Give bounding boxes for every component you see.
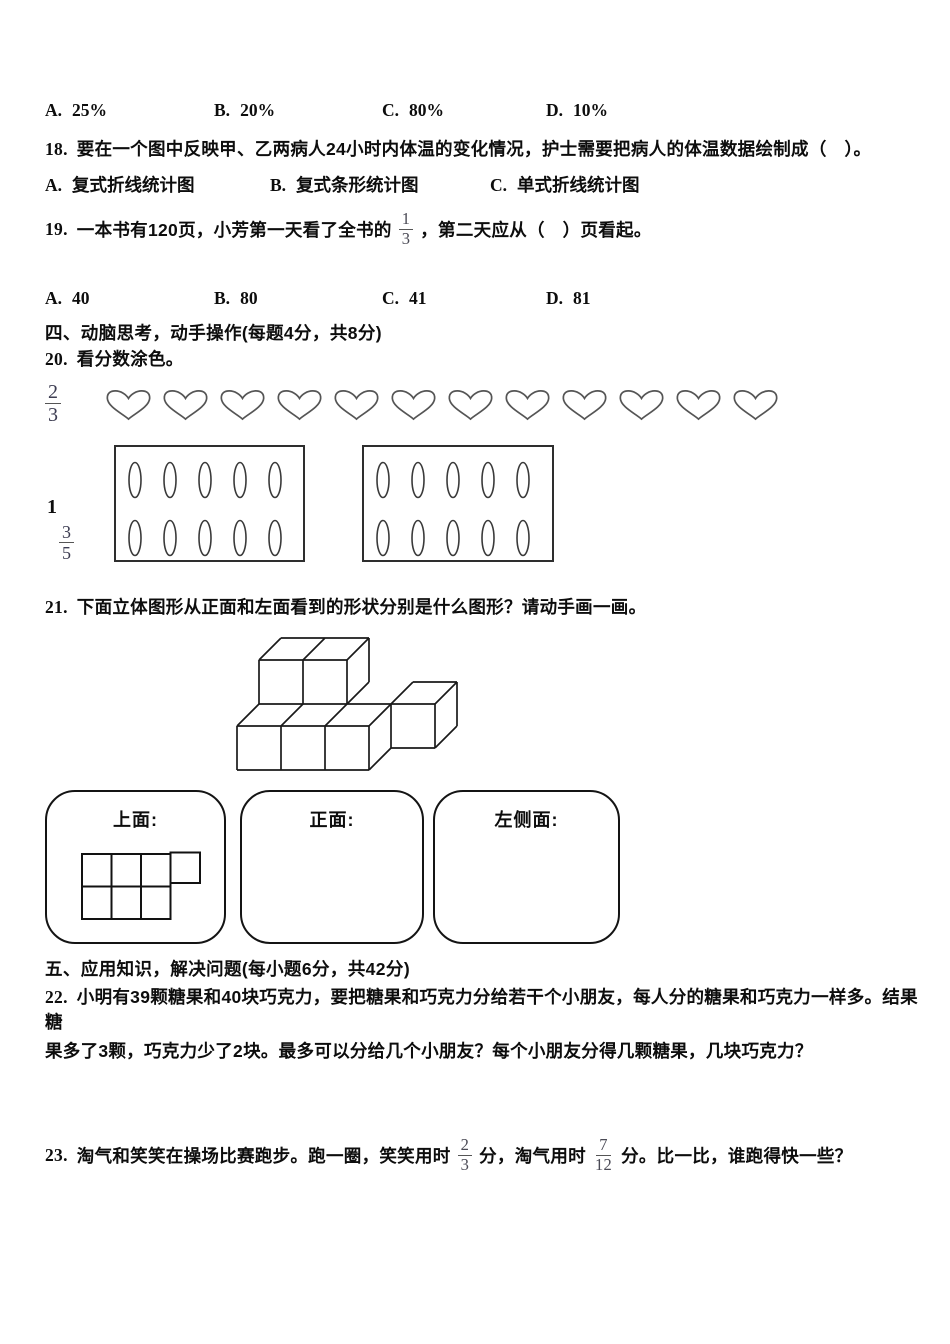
fraction-one-third: 1 3 <box>398 209 414 248</box>
oval-shape <box>446 519 460 557</box>
answer-box-top-view: 上面: <box>45 790 226 944</box>
oval-shape <box>268 519 282 557</box>
heart-icon <box>733 390 778 421</box>
q18-option-c: C.单式折线统计图 <box>490 175 640 195</box>
heart-icon <box>334 390 379 421</box>
heart-icon <box>391 390 436 421</box>
q22-text-line2: 果多了3颗，巧克力少了2块。最多可以分给几个小朋友？每个小朋友分得几颗糖果，几块… <box>45 1041 813 1061</box>
oval-shape <box>446 461 460 499</box>
q21-text: 21.下面立体图形从正面和左面看到的形状分别是什么图形？请动手画一画。 <box>45 597 647 617</box>
q19-option-c: C.41 <box>382 288 427 308</box>
section5-title: 五、应用知识，解决问题(每小题6分，共42分) <box>45 959 411 979</box>
oval-shape <box>233 519 247 557</box>
heart-icon <box>220 390 265 421</box>
q19-option-b: B.80 <box>214 288 258 308</box>
oval-shape <box>376 519 390 557</box>
hearts-row <box>105 389 779 421</box>
q17-option-d: D.10% <box>546 100 609 120</box>
oval-shape <box>128 519 142 557</box>
heart-icon <box>163 390 208 421</box>
q17-option-c: C.80% <box>382 100 445 120</box>
oval-box <box>114 445 305 562</box>
q19-option-a: A.40 <box>45 288 90 308</box>
fraction-seven-twelfths: 7 12 <box>594 1135 613 1174</box>
oval-shape <box>516 461 530 499</box>
oval-shape <box>128 461 142 499</box>
q18-options-row: A.复式折线统计图 B.复式条形统计图 C.单式折线统计图 <box>45 172 915 196</box>
answer-box-label: 正面: <box>309 810 355 830</box>
q23-text: 23. 淘气和笑笑在操场比赛跑步。跑一圈，笑笑用时 2 3 分，淘气用时 7 1… <box>45 1135 853 1174</box>
oval-shape <box>516 519 530 557</box>
answer-box-left-view: 左侧面: <box>433 790 620 944</box>
q17-options-row: A.25% B.20% C.80% D.10% <box>45 100 915 124</box>
oval-shape <box>481 461 495 499</box>
q18-text: 18.要在一个图中反映甲、乙两病人24小时内体温的变化情况，护士需要把病人的体温… <box>45 139 872 159</box>
q19-text: 19. 一本书有120页，小芳第一天看了全书的 1 3 ，第二天应从（ ）页看起… <box>45 209 652 248</box>
section4-title: 四、动脑思考，动手操作(每题4分，共8分) <box>45 323 383 343</box>
fraction-two-thirds-q23: 2 3 <box>457 1135 473 1174</box>
oval-shape <box>268 461 282 499</box>
fraction-two-thirds: 2 3 <box>45 381 61 427</box>
heart-icon <box>448 390 493 421</box>
fraction-three-fifths: 3 5 <box>59 522 74 563</box>
oval-shape <box>233 461 247 499</box>
heart-icon <box>676 390 721 421</box>
top-view-grid <box>81 851 201 920</box>
heart-icon <box>562 390 607 421</box>
oval-shape <box>163 519 177 557</box>
oval-shape <box>198 519 212 557</box>
oval-box <box>362 445 554 562</box>
answer-box-label: 上面: <box>113 810 158 830</box>
oval-shape <box>198 461 212 499</box>
q18-option-a: A.复式折线统计图 <box>45 175 195 195</box>
heart-icon <box>619 390 664 421</box>
oval-shape <box>411 519 425 557</box>
q19-option-d: D.81 <box>546 288 591 308</box>
heart-icon <box>277 390 322 421</box>
heart-icon <box>505 390 550 421</box>
oval-shape <box>376 461 390 499</box>
answer-box-label: 左侧面: <box>494 810 559 830</box>
heart-icon <box>106 390 151 421</box>
answer-box-front-view: 正面: <box>240 790 424 944</box>
q17-option-a: A.25% <box>45 100 108 120</box>
oval-shape <box>481 519 495 557</box>
oval-shape <box>411 461 425 499</box>
q18-option-b: B.复式条形统计图 <box>270 175 419 195</box>
q19-options-row: A.40 B.80 C.41 D.81 <box>45 288 915 312</box>
cube-stack-figure <box>236 637 458 771</box>
q22-text-line1: 22.小明有39颗糖果和40块巧克力，要把糖果和巧克力分给若干个小朋友，每人分的… <box>45 987 918 1032</box>
q20-text: 20.看分数涂色。 <box>45 349 184 369</box>
mixed-number-whole: 1 <box>47 496 57 518</box>
oval-shape <box>163 461 177 499</box>
q17-option-b: B.20% <box>214 100 276 120</box>
